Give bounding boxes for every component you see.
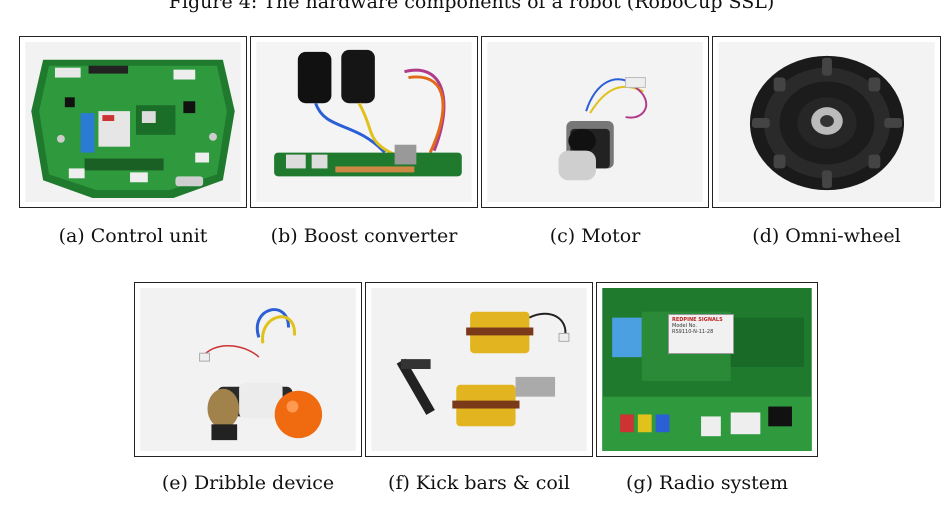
boost-converter-photo xyxy=(256,42,472,202)
caption-kick-bars-coil: (f) Kick bars & coil xyxy=(388,472,570,494)
omni-wheel-illustration xyxy=(718,42,935,202)
panel-kick-bars-coil xyxy=(365,282,593,457)
control-unit-illustration xyxy=(25,42,241,202)
caption-control-unit: (a) Control unit xyxy=(58,225,208,247)
caption-omni-wheel: (d) Omni-wheel xyxy=(752,225,901,247)
caption-boost-converter: (b) Boost converter xyxy=(270,225,458,247)
control-unit-photo xyxy=(25,42,241,202)
omni-wheel-photo xyxy=(718,42,935,202)
motor-photo xyxy=(487,42,703,202)
dribble-device-illustration xyxy=(140,288,356,451)
boost-converter-illustration xyxy=(256,42,472,202)
radio-module-serial: RS9110-N-11-28 xyxy=(672,329,714,335)
radio-system-illustration xyxy=(602,288,812,451)
panel-control-unit xyxy=(19,36,247,208)
dribble-device-photo xyxy=(140,288,356,451)
panel-dribble-device xyxy=(134,282,362,457)
radio-system-photo: REDPINE SIGNALS Model No. RS9110-N-11-28 xyxy=(602,288,812,451)
panel-motor xyxy=(481,36,709,208)
kick-bars-coil-photo xyxy=(371,288,587,451)
panel-boost-converter xyxy=(250,36,478,208)
kick-bars-coil-illustration xyxy=(371,288,587,451)
panel-radio-system: REDPINE SIGNALS Model No. RS9110-N-11-28 xyxy=(596,282,818,457)
radio-module: REDPINE SIGNALS Model No. RS9110-N-11-28 xyxy=(668,314,734,354)
radio-module-model-line: Model No. xyxy=(672,323,697,329)
caption-motor: (c) Motor xyxy=(549,225,641,247)
figure-title-text: Figure 4: The hardware components of a r… xyxy=(168,0,775,13)
caption-dribble-device: (e) Dribble device xyxy=(161,472,335,494)
motor-illustration xyxy=(487,42,703,202)
figure-title-cut: Figure 4: The hardware components of a r… xyxy=(0,0,943,22)
radio-module-brand: REDPINE SIGNALS xyxy=(672,317,723,323)
panel-omni-wheel xyxy=(712,36,941,208)
caption-radio-system: (g) Radio system xyxy=(626,472,788,494)
